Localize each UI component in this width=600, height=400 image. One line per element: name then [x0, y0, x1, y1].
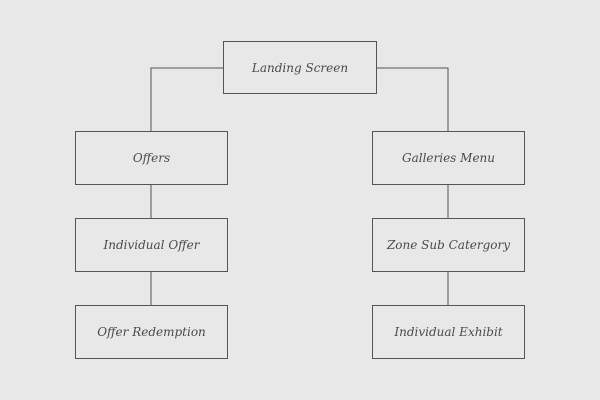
node-individual-exhibit: Individual Exhibit: [372, 305, 525, 359]
node-offers: Offers: [75, 131, 228, 185]
node-individual-offer: Individual Offer: [75, 218, 228, 272]
node-offer-redemption: Offer Redemption: [75, 305, 228, 359]
node-zone-sub-category: Zone Sub Catergory: [372, 218, 525, 272]
connector-landing-galleries: [377, 67, 449, 131]
node-landing-screen: Landing Screen: [223, 41, 377, 94]
connector-landing-offers: [150, 67, 223, 131]
node-galleries-menu: Galleries Menu: [372, 131, 525, 185]
